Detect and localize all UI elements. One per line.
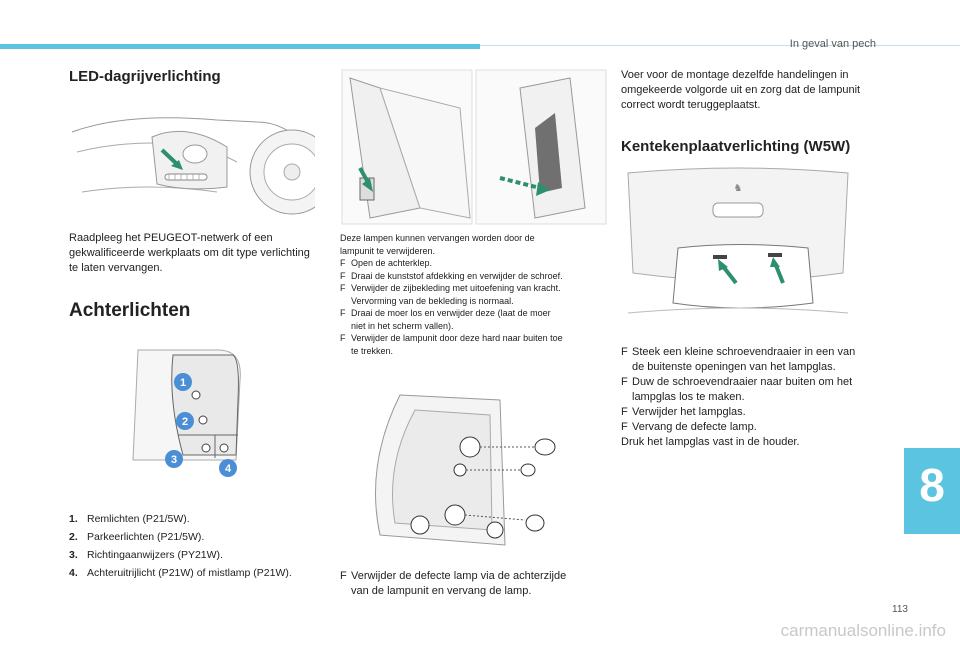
header-accent-bar — [0, 44, 480, 49]
svg-text:♞: ♞ — [734, 183, 743, 194]
trunk-illustration — [340, 68, 608, 226]
led-text: Raadpleeg het PEUGEOT-netwerk of een gek… — [69, 232, 310, 274]
legend-item: 2.Parkeerlichten (P21/5W). — [69, 531, 205, 543]
watermark: carmanualsonline.info — [780, 621, 946, 640]
legend-item: 1.Remlichten (P21/5W). — [69, 513, 190, 525]
rear-lights-heading: Achterlichten — [69, 300, 191, 321]
callout-4: 4 — [225, 463, 232, 475]
plate-light-illustration: ♞ — [618, 163, 856, 333]
led-illustration — [67, 92, 315, 220]
legend-item: 4.Achteruitrijlicht (P21W) of mistlamp (… — [69, 567, 292, 579]
lamp-unit-illustration — [360, 385, 592, 555]
section-title: In geval van pech — [789, 38, 876, 50]
callout-2: 2 — [182, 416, 188, 428]
legend-list: 1.Remlichten (P21/5W). 2.Parkeerlichten … — [69, 510, 292, 582]
plate-light-heading: Kentekenplaatverlichting (W5W) — [621, 138, 851, 155]
reassembly-text: Voer voor de montage dezelfde handelinge… — [621, 69, 861, 111]
callout-3: 3 — [171, 454, 177, 466]
rear-light-illustration: 1 2 3 4 — [118, 340, 322, 495]
legend-item: 3.Richtingaanwijzers (PY21W). — [69, 549, 223, 561]
page-number: 113 — [892, 604, 908, 615]
header-rule — [480, 45, 960, 46]
chapter-tab: 8 — [904, 448, 960, 534]
callout-1: 1 — [180, 377, 186, 389]
led-heading: LED-dagrijverlichting — [69, 68, 221, 85]
middle-instructions: Deze lampen kunnen vervangen worden door… — [340, 233, 563, 356]
